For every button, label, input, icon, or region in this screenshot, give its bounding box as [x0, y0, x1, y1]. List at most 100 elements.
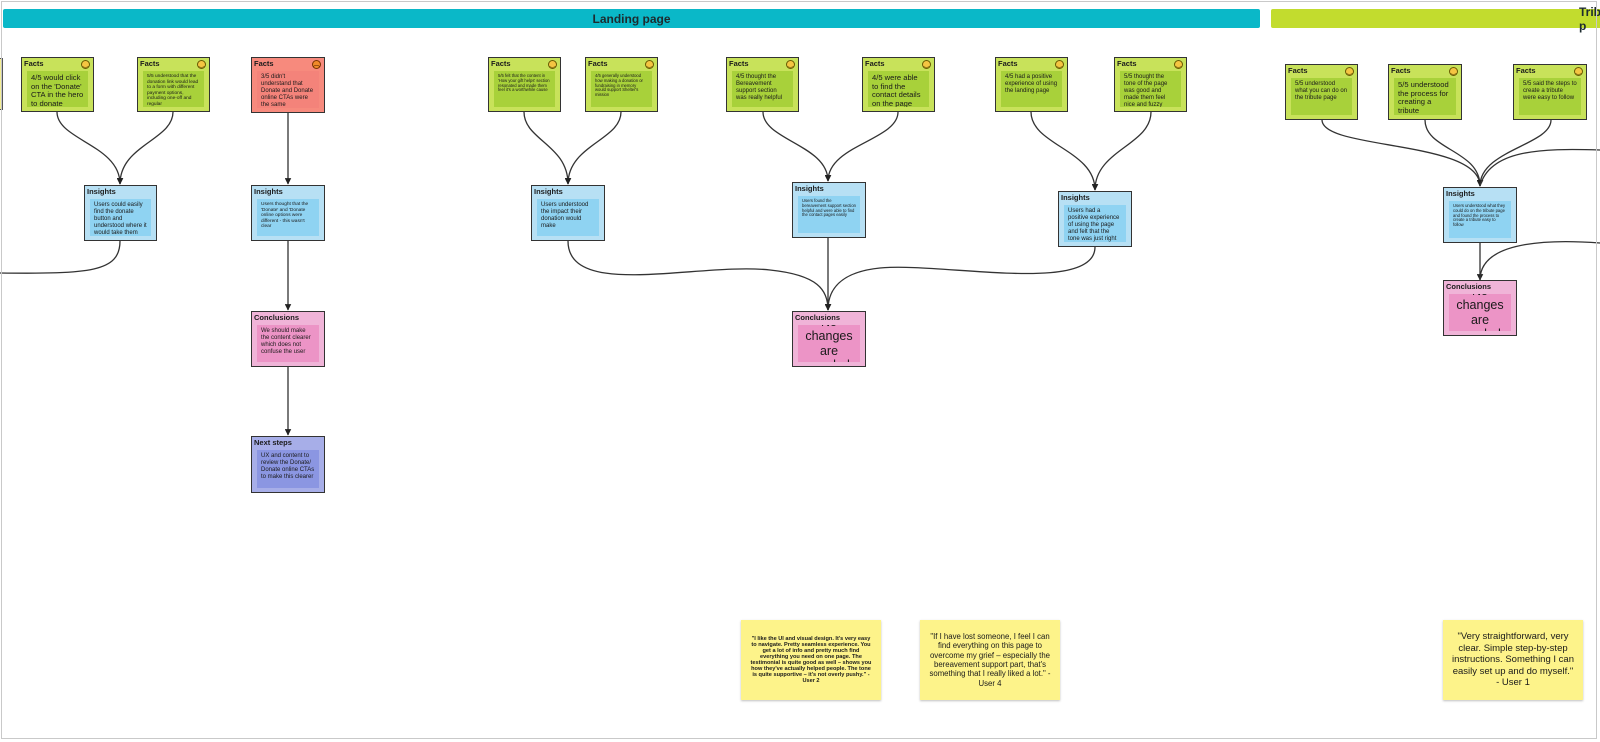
card-heading: Facts [1288, 66, 1308, 75]
connector-line [116, 111, 174, 185]
card-text: 5/5 understood that the donation link wo… [143, 71, 204, 107]
card-text: 4/5 would click on the 'Donate' CTA in t… [27, 71, 88, 107]
card-heading: Insights [1446, 189, 1475, 198]
connector-line [824, 246, 1096, 311]
card-text: No changes are needed [1449, 294, 1511, 331]
facts-card-negative[interactable]: Facts ︵ 3/5 didn't understand that Donat… [251, 57, 325, 113]
facts-card[interactable]: Facts ‿ 5/5 said the steps to create a t… [1513, 64, 1587, 120]
card-text: 4/5 had a positive experience of using t… [1001, 71, 1062, 107]
connector-line [1424, 119, 1484, 187]
card-heading: Insights [795, 184, 824, 193]
card-text: 3/5 didn't understand that Donate and Do… [257, 71, 319, 108]
card-heading: Insights [254, 187, 283, 196]
card-text: Users could easily find the donate butto… [90, 199, 151, 236]
connector-line [56, 111, 124, 185]
card-text: 5/5 said the steps to create a tribute w… [1519, 78, 1581, 115]
conclusions-card[interactable]: Conclusions No changes are needed [792, 311, 866, 367]
partial-sticky-note[interactable] [0, 58, 3, 110]
happy-face-icon: ‿ [1055, 60, 1064, 69]
facts-card[interactable]: Facts ‿ 5/5 thought the tone of the page… [1114, 57, 1187, 112]
card-text: Users understood what they could do on t… [1449, 201, 1511, 238]
connector-line [1321, 119, 1484, 187]
card-text: 5/5 understood the process for creating … [1394, 78, 1456, 115]
sad-face-icon: ︵ [312, 60, 321, 69]
insights-card[interactable]: Insights Users thought that the 'Donate'… [251, 185, 325, 241]
card-text: 4/5 generally understood how making a do… [591, 71, 652, 107]
connector-line [564, 111, 622, 185]
insights-card[interactable]: Insights Users understood the impact the… [531, 185, 605, 241]
card-heading: Facts [491, 59, 511, 68]
insights-card[interactable]: Insights Users had a positive experience… [1058, 191, 1132, 247]
quote-text: "I like the UI and visual design. It's v… [750, 636, 872, 684]
connector-line [762, 111, 832, 182]
happy-face-icon: ‿ [548, 60, 557, 69]
card-text: Users understood the impact their donati… [537, 199, 599, 236]
happy-face-icon: ‿ [786, 60, 795, 69]
connector-line [567, 240, 832, 311]
connector-line [1030, 111, 1099, 191]
happy-face-icon: ‿ [645, 60, 654, 69]
insights-card[interactable]: Insights Users understood what they coul… [1443, 187, 1517, 243]
happy-face-icon: ‿ [81, 60, 90, 69]
happy-face-icon: ‿ [1449, 67, 1458, 76]
happy-face-icon: ‿ [1574, 67, 1583, 76]
connector-line [1479, 240, 1600, 281]
card-heading: Insights [534, 187, 563, 196]
connector-line [1479, 148, 1600, 187]
facts-card[interactable]: Facts ‿ 4/5 would click on the 'Donate' … [21, 57, 94, 112]
card-heading: Facts [729, 59, 749, 68]
connector-line [824, 111, 899, 182]
connector-line [1091, 111, 1152, 191]
next-steps-card[interactable]: Next steps UX and content to review the … [251, 436, 325, 493]
facts-card[interactable]: Facts ‿ 5/5 understood that the donation… [137, 57, 210, 112]
card-heading: Insights [1061, 193, 1090, 202]
card-heading: Next steps [254, 438, 292, 447]
card-text: 4/5 thought the Bereavement support sect… [732, 71, 793, 107]
facts-card[interactable]: Facts ‿ 5/5 understood what you can do o… [1285, 64, 1358, 120]
card-heading: Facts [1117, 59, 1137, 68]
happy-face-icon: ‿ [197, 60, 206, 69]
card-heading: Facts [998, 59, 1018, 68]
card-text: Users thought that the 'Donate' and 'Don… [257, 199, 319, 236]
section-header-tribute-page[interactable]: Tribute p [1271, 5, 1600, 33]
card-heading: Conclusions [254, 313, 300, 322]
facts-card[interactable]: Facts ‿ 4/5 generally understood how mak… [585, 57, 658, 112]
facts-card[interactable]: Facts ‿ 5/5 understood the process for c… [1388, 64, 1462, 120]
card-text: 4/5 were able to find the contact detail… [868, 71, 929, 107]
conclusions-card[interactable]: Conclusions No changes are needed [1443, 280, 1517, 336]
user-quote-note[interactable]: "If I have lost someone, I feel I can fi… [920, 620, 1060, 700]
card-text: No changes are needed [798, 325, 860, 362]
card-text: 5/5 understood what you can do on the tr… [1291, 78, 1352, 115]
facts-card[interactable]: Facts ‿ 4/5 had a positive experience of… [995, 57, 1068, 112]
insights-card[interactable]: Insights Users could easily find the don… [84, 185, 157, 241]
connector-line [0, 240, 121, 274]
card-text: 5/5 thought the tone of the page was goo… [1120, 71, 1181, 107]
card-heading: Conclusions [1446, 282, 1492, 291]
connector-line [1476, 119, 1552, 187]
card-heading: Facts [865, 59, 885, 68]
quote-text: "If I have lost someone, I feel I can fi… [929, 631, 1051, 688]
card-text: Users had a positive experience of using… [1064, 205, 1126, 242]
card-heading: Facts [254, 59, 274, 68]
user-quote-note[interactable]: "I like the UI and visual design. It's v… [741, 620, 881, 700]
card-text: 5/5 felt that the content in 'How your g… [494, 71, 555, 107]
happy-face-icon: ‿ [1345, 67, 1354, 76]
user-quote-note[interactable]: "Very straightforward, very clear. Simpl… [1443, 620, 1583, 700]
card-heading: Facts [1391, 66, 1411, 75]
quote-text: "Very straightforward, very clear. Simpl… [1452, 631, 1574, 689]
happy-face-icon: ‿ [922, 60, 931, 69]
facts-card[interactable]: Facts ‿ 4/5 thought the Bereavement supp… [726, 57, 799, 112]
happy-face-icon: ‿ [1174, 60, 1183, 69]
facts-card[interactable]: Facts ‿ 5/5 felt that the content in 'Ho… [488, 57, 561, 112]
card-heading: Facts [588, 59, 608, 68]
section-title: Landing page [592, 11, 671, 26]
section-header-landing-page[interactable]: Landing page [3, 9, 1260, 28]
conclusions-card[interactable]: Conclusions We should make the content c… [251, 311, 325, 367]
connector-line [523, 111, 572, 185]
card-heading: Insights [87, 187, 116, 196]
facts-card[interactable]: Facts ‿ 4/5 were able to find the contac… [862, 57, 935, 112]
card-heading: Conclusions [795, 313, 841, 322]
insights-card[interactable]: Insights Users found the bereavement sup… [792, 182, 866, 238]
